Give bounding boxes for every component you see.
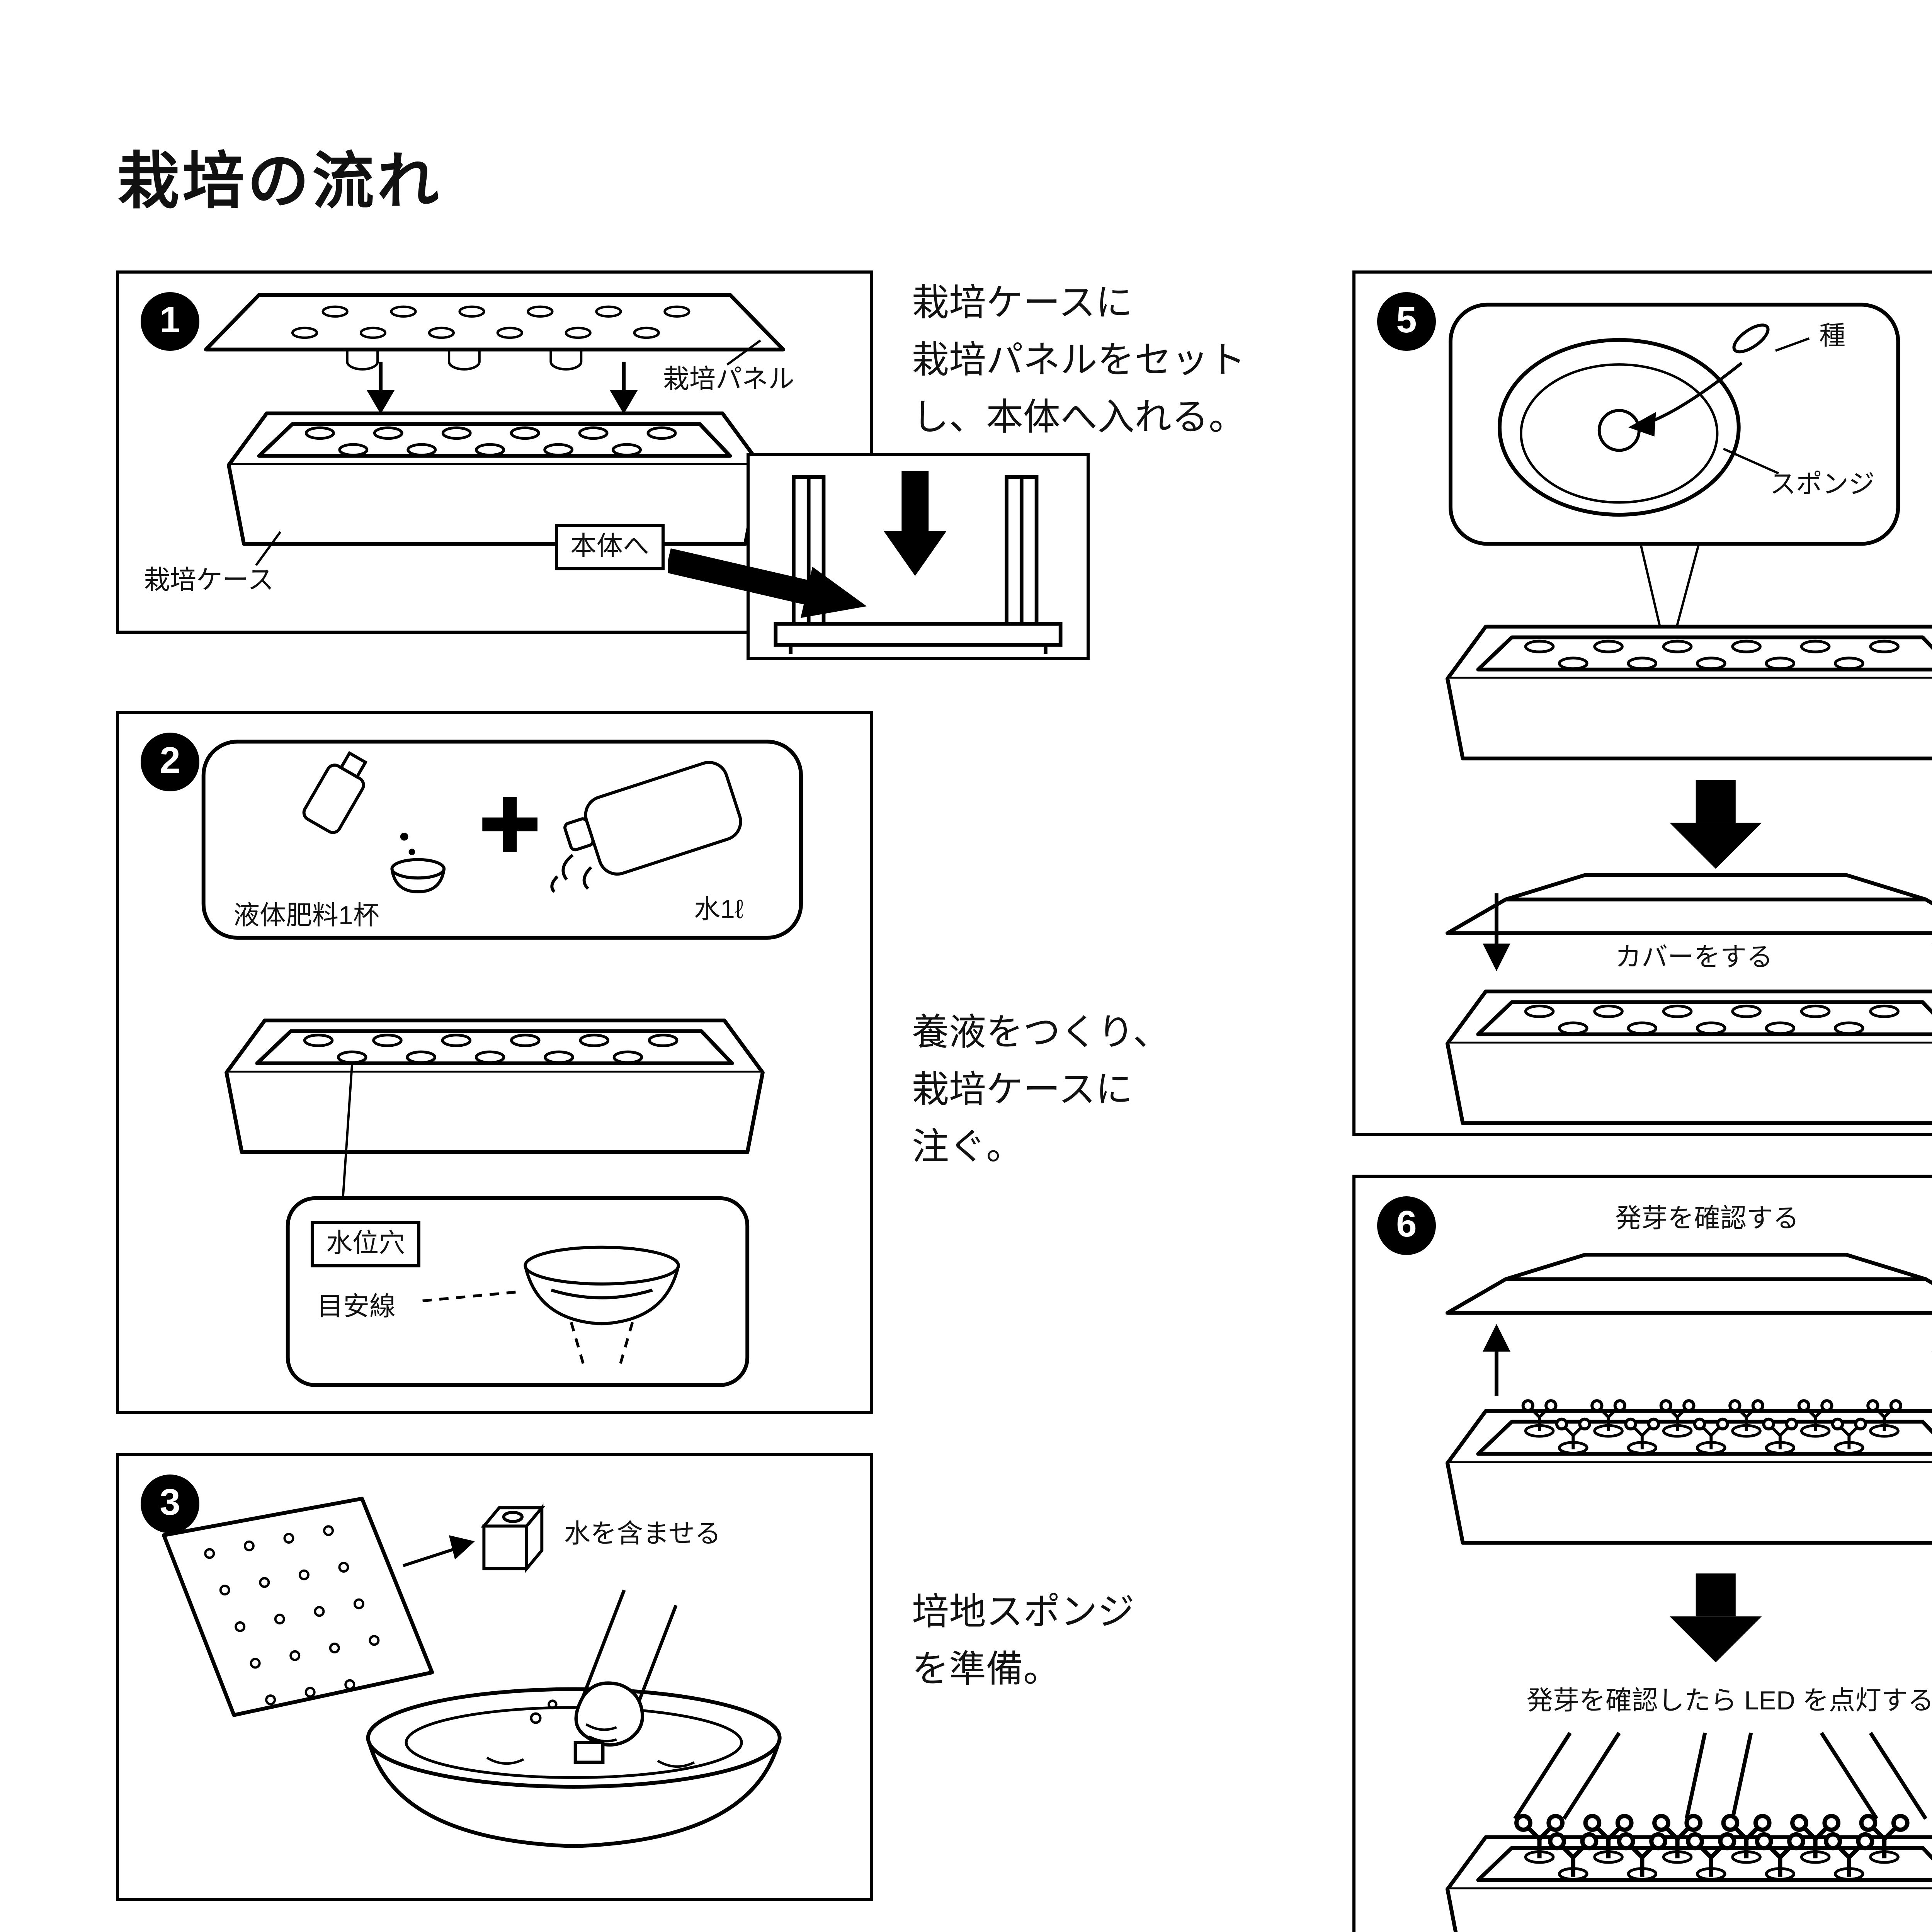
step-2-description: 養液をつくり、 栽培ケースに 注ぐ。 <box>912 1012 1170 1169</box>
down-arrow-icon <box>1670 780 1762 869</box>
step-6-badge: 6 <box>1377 1196 1436 1255</box>
step-3-box: 3 <box>116 1453 873 1901</box>
step-5-box: 5 種 スポンジ カバ <box>1352 270 1932 1136</box>
panel-label: 栽培パネル <box>663 365 794 394</box>
guide-line-label: 目安線 <box>317 1292 396 1321</box>
fertilizer-label: 液体肥料1杯 <box>233 901 379 930</box>
case-label: 栽培ケース <box>144 566 274 595</box>
step-2-illustration <box>201 740 803 1387</box>
plus-icon <box>482 797 538 852</box>
step-5-badge: 5 <box>1377 292 1436 351</box>
cover-label: カバーをする <box>1615 943 1773 972</box>
main-body-inset <box>747 453 1090 660</box>
fertilizer-bottle-drawing <box>302 751 446 893</box>
page-title: 栽培の流れ <box>117 148 442 216</box>
step-6-box: 6 <box>1352 1175 1932 1932</box>
set-panel-arrow-icon <box>370 362 391 410</box>
soak-water-label: 水を含ませる <box>564 1519 721 1549</box>
water-bottle-drawing <box>550 761 742 893</box>
step-1-box: 1 栽培パネル 栽培ケース 本体 <box>116 270 873 634</box>
bowl-drawing <box>366 1687 782 1848</box>
seed-label: 種 <box>1819 321 1845 351</box>
step-3-illustration <box>162 1497 782 1848</box>
step-1-description: 栽培ケースに 栽培パネルをセット し、本体へ入れる。 <box>912 283 1246 440</box>
step-3-badge: 3 <box>141 1475 199 1533</box>
water-label: 水1ℓ <box>694 895 743 924</box>
step-1-illustration <box>204 293 785 566</box>
step-5-illustration <box>1355 303 1932 1133</box>
sponge-label: スポンジ <box>1770 470 1875 499</box>
led-light-rays <box>1513 1732 1927 1820</box>
down-arrow-icon <box>1670 1573 1762 1663</box>
led-on-label: 発芽を確認したら LED を点灯する <box>1526 1686 1932 1716</box>
seed-drawing <box>1732 323 1770 354</box>
to-body-arrow-icon <box>668 548 867 618</box>
step-6-illustration <box>1355 1178 1932 1932</box>
set-panel-arrow-icon <box>613 362 634 410</box>
water-level-drawing <box>524 1245 680 1325</box>
insert-arrow-icon <box>883 471 947 576</box>
step-3-description: 培地スポンジ を準備。 <box>912 1592 1134 1691</box>
water-level-hole-label: 水位穴 <box>311 1221 420 1268</box>
step-1-badge: 1 <box>141 292 199 351</box>
to-body-label: 本体へ <box>555 524 665 571</box>
hand-drawing <box>573 1589 678 1764</box>
step-2-badge: 2 <box>141 733 199 791</box>
step-2-box: 2 <box>116 711 873 1414</box>
check-germination-label: 発芽を確認する <box>1615 1204 1799 1233</box>
main-body-illustration <box>774 471 1063 654</box>
